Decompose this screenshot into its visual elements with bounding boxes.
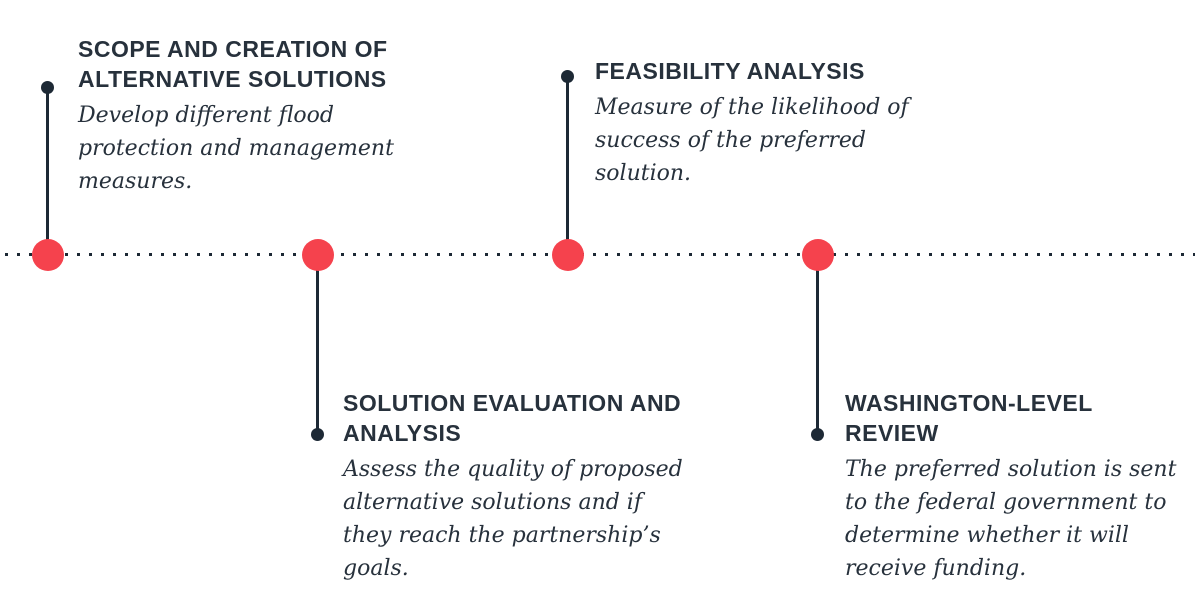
- connector-line: [46, 88, 49, 243]
- connector-line: [816, 267, 819, 434]
- timeline-dotted-axis: [5, 253, 1195, 256]
- end-dot-icon: [41, 81, 54, 94]
- milestone-content: SOLUTION EVALUATION AND ANALYSIS Assess …: [343, 388, 691, 585]
- milestone-description: Develop different flood protection and m…: [78, 103, 394, 194]
- connector-line: [566, 77, 569, 243]
- milestone-description: Measure of the likelihood of success of …: [595, 95, 909, 186]
- milestone-description: Assess the quality of proposed alternati…: [343, 457, 683, 581]
- end-dot-icon: [811, 428, 824, 441]
- milestone-description: The preferred solution is sent to the fe…: [845, 457, 1177, 581]
- end-dot-icon: [311, 428, 324, 441]
- milestone-title: WASHINGTON-LEVEL REVIEW: [845, 390, 1093, 446]
- milestone-title: SCOPE AND CREATION OF ALTERNATIVE SOLUTI…: [78, 36, 388, 92]
- timeline-node-icon: [302, 239, 334, 271]
- connector-line: [316, 267, 319, 434]
- timeline-node-icon: [32, 239, 64, 271]
- end-dot-icon: [561, 70, 574, 83]
- milestone-title: FEASIBILITY ANALYSIS: [595, 58, 865, 84]
- milestone-content: WASHINGTON-LEVEL REVIEW The preferred so…: [845, 388, 1190, 585]
- milestone-title: SOLUTION EVALUATION AND ANALYSIS: [343, 390, 682, 446]
- milestone-content: FEASIBILITY ANALYSIS Measure of the like…: [595, 56, 940, 190]
- timeline-node-icon: [802, 239, 834, 271]
- timeline-node-icon: [552, 239, 584, 271]
- milestone-content: SCOPE AND CREATION OF ALTERNATIVE SOLUTI…: [78, 34, 438, 198]
